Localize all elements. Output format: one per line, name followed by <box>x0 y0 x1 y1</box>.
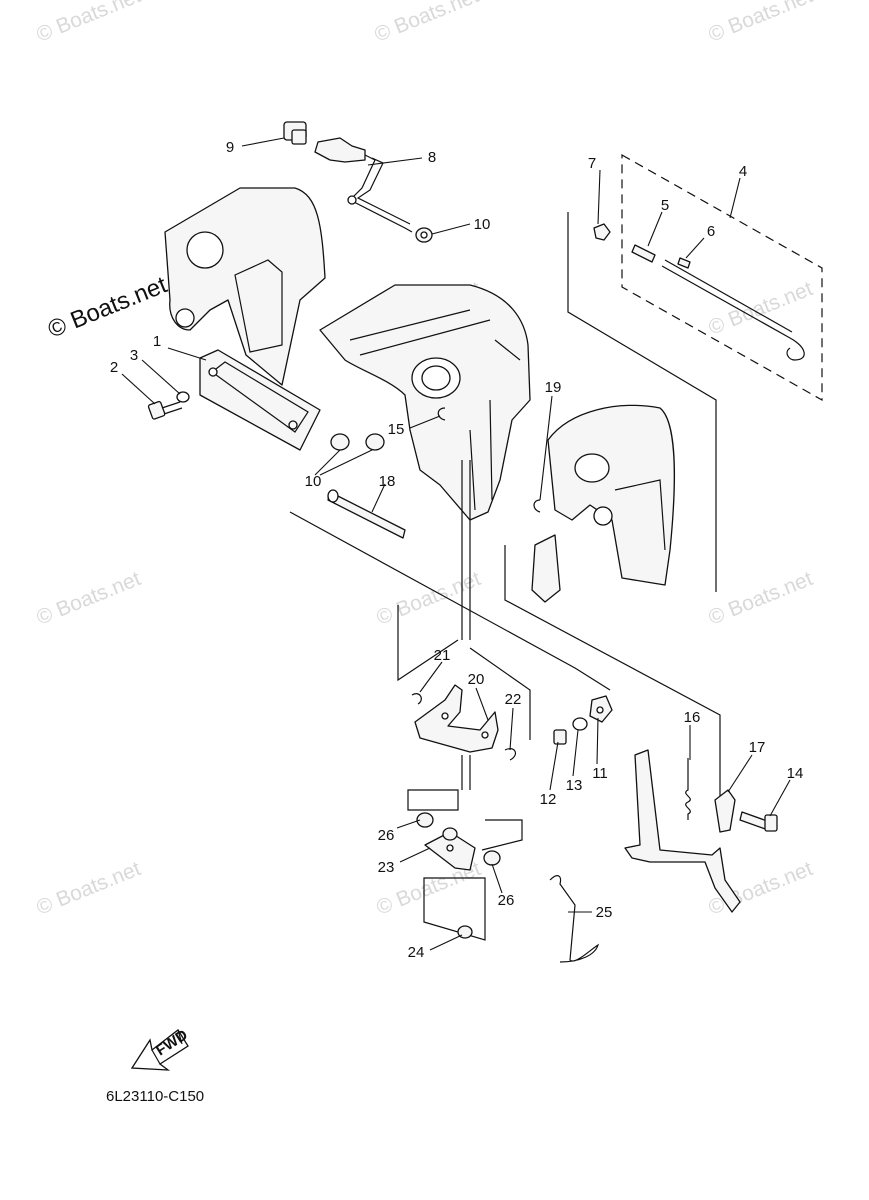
callout-2: 2 <box>110 359 118 376</box>
callout-1: 1 <box>153 333 161 350</box>
part-21-spring <box>411 693 422 705</box>
part-18-pin <box>327 489 406 539</box>
part-6-pin <box>677 257 691 269</box>
callouts: 9 8 10 7 5 6 4 1 3 2 15 10 18 19 21 20 2… <box>110 139 804 961</box>
callout-25: 25 <box>596 904 613 921</box>
watermark: © Boats.net <box>373 567 484 630</box>
part-3-washer <box>176 391 190 403</box>
part-10-bushing-top <box>415 227 433 243</box>
part-14-bolt <box>739 811 778 832</box>
callout-20: 20 <box>468 671 485 688</box>
callout-26-left: 26 <box>378 827 395 844</box>
part-9-cap <box>283 121 307 145</box>
watermark: © Boats.net <box>33 857 144 920</box>
part-7-cap <box>593 223 611 241</box>
callout-23: 23 <box>378 859 395 876</box>
callout-16: 16 <box>684 709 701 726</box>
callout-10-top: 10 <box>474 216 491 233</box>
leader-lines <box>121 137 791 951</box>
callout-9: 9 <box>226 139 234 156</box>
callout-18: 18 <box>379 473 396 490</box>
part-10-bushings <box>330 433 385 451</box>
watermark: © Boats.net <box>371 0 482 47</box>
watermark: © Boats.net <box>33 567 144 630</box>
part-20-lever <box>414 684 499 753</box>
watermark: © Boats.net <box>705 0 816 47</box>
part-26-bushing-b <box>483 850 501 866</box>
part-22-spring <box>504 748 517 761</box>
callout-19: 19 <box>545 379 562 396</box>
callout-5: 5 <box>661 197 669 214</box>
swivel-bracket <box>319 284 531 521</box>
callout-4: 4 <box>739 163 747 180</box>
part-26-bushing-c <box>442 827 458 841</box>
right-clamp-bracket <box>531 404 675 603</box>
callout-13: 13 <box>566 777 583 794</box>
part-12-bolt <box>553 729 567 745</box>
callout-17: 17 <box>749 739 766 756</box>
kit-dashed-outline <box>621 153 823 402</box>
callout-7: 7 <box>588 155 596 172</box>
watermark: © Boats.net <box>33 0 144 47</box>
assembly-outline <box>567 212 717 592</box>
part-5-sleeve <box>631 244 656 263</box>
assembly-lines <box>289 460 721 941</box>
watermark: © Boats.net <box>705 567 816 630</box>
part-25-link-rod <box>549 875 600 963</box>
callout-21: 21 <box>434 647 451 664</box>
part-16-spring <box>685 758 691 820</box>
callout-6: 6 <box>707 223 715 240</box>
callout-26-right: 26 <box>498 892 515 909</box>
callout-8: 8 <box>428 149 436 166</box>
part-1-plate <box>199 349 321 451</box>
part-13-washer <box>572 717 588 731</box>
watermark: © Boats.net <box>705 277 816 340</box>
part-19-clip <box>533 499 541 513</box>
part-8-lever-rod <box>314 137 413 233</box>
callout-12: 12 <box>540 791 557 808</box>
fwd-arrow-icon: FWD <box>130 1026 191 1071</box>
part-15-clip <box>437 407 446 421</box>
callout-14: 14 <box>787 765 804 782</box>
callout-24: 24 <box>408 944 425 961</box>
part-26-bushing-a <box>416 812 434 828</box>
diagram-code: 6L23110-C150 <box>106 1088 204 1105</box>
callout-3: 3 <box>130 347 138 364</box>
callout-22: 22 <box>505 691 522 708</box>
part-17-tilt-lever <box>624 749 741 913</box>
part-2-bolt <box>147 400 183 420</box>
callout-11: 11 <box>592 765 608 782</box>
callout-15: 15 <box>388 421 405 438</box>
left-clamp-bracket <box>164 187 326 386</box>
callout-10-pair: 10 <box>305 473 322 490</box>
part-4-rod <box>661 259 805 361</box>
part-11-stopper <box>589 695 613 723</box>
